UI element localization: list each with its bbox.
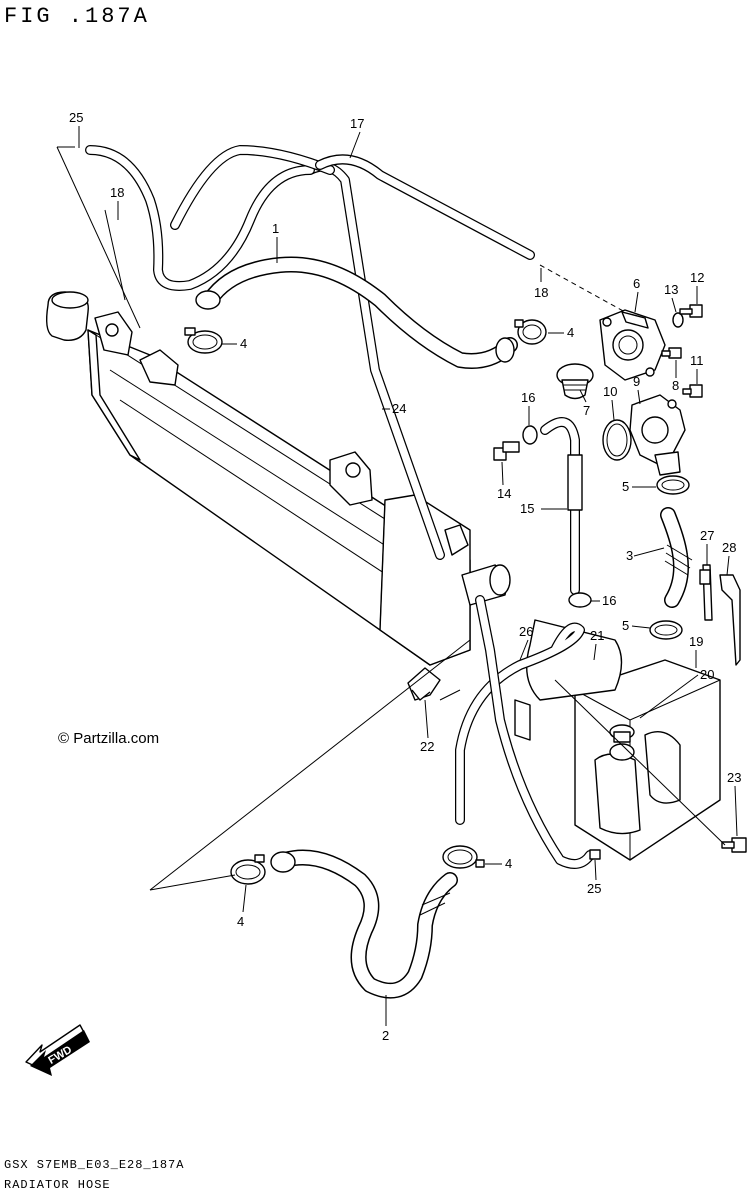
hose-2 [270, 849, 458, 999]
callout-17: 17 [350, 116, 364, 131]
callout-4: 4 [237, 914, 244, 929]
clamp-4-lower-right [442, 845, 485, 869]
callout-21: 21 [590, 628, 604, 643]
callout-18: 18 [534, 285, 548, 300]
radiator [45, 291, 511, 666]
watermark: © Partzilla.com [58, 730, 160, 747]
clamp-16-upper [522, 425, 538, 445]
hose-3 [660, 507, 693, 608]
callout-7: 7 [583, 403, 590, 418]
callout-18: 18 [110, 185, 124, 200]
callout-11: 11 [690, 353, 704, 368]
callout-28: 28 [722, 540, 736, 555]
callout-26: 26 [519, 624, 533, 639]
callouts: 25 17 18 1 4 18 6 13 12 4 11 8 10 9 24 1… [69, 110, 741, 1043]
callout-25: 25 [69, 110, 83, 125]
callout-5: 5 [622, 479, 629, 494]
clamp-16-lower [568, 592, 592, 608]
callout-12: 12 [690, 270, 704, 285]
washer-13 [672, 312, 684, 328]
union-14 [493, 441, 520, 461]
callout-10: 10 [603, 384, 617, 399]
callout-23: 23 [727, 770, 741, 785]
hose-26 [455, 622, 585, 825]
cover-21 [514, 619, 623, 741]
callout-24: 24 [392, 401, 406, 416]
clip-22 [407, 667, 441, 701]
clip-27 [699, 564, 713, 621]
bolt-11 [682, 384, 703, 398]
reservoir-tank-19 [574, 659, 721, 861]
figure-code: GSX S7EMB_E03_E28_187A [4, 1158, 185, 1172]
clip-25-lower [589, 849, 601, 860]
hose-17 [315, 154, 535, 260]
callout-15: 15 [520, 501, 534, 516]
callout-25: 25 [587, 881, 601, 896]
fwd-arrow: FWD [25, 1024, 90, 1076]
bolt-23 [721, 837, 747, 853]
bolt-12 [679, 304, 703, 318]
figure-name: RADIATOR HOSE [4, 1178, 111, 1192]
callout-5: 5 [622, 618, 629, 633]
thermostat-cover-6 [599, 309, 666, 381]
clamp-5-upper [656, 475, 690, 495]
callout-14: 14 [497, 486, 511, 501]
callout-22: 22 [420, 739, 434, 754]
hose-overflow-top [85, 145, 335, 291]
o-ring-10 [602, 419, 632, 461]
callout-4: 4 [240, 336, 247, 351]
callout-9: 9 [633, 374, 640, 389]
thermostat-7 [556, 363, 594, 400]
callout-3: 3 [626, 548, 633, 563]
hose-15 [540, 417, 583, 595]
thermostat-case-9 [629, 394, 686, 476]
callout-16: 16 [521, 390, 535, 405]
hose-1 [195, 256, 518, 369]
callout-16: 16 [602, 593, 616, 608]
clamp-4-upper-left [184, 327, 223, 354]
cap-20 [609, 724, 635, 743]
callout-1: 1 [272, 221, 279, 236]
callout-6: 6 [633, 276, 640, 291]
clamp-5-lower [649, 620, 683, 640]
callout-2: 2 [382, 1028, 389, 1043]
callout-13: 13 [664, 282, 678, 297]
figure-title: FIG .187A [4, 4, 150, 29]
callout-20: 20 [700, 667, 714, 682]
callout-27: 27 [700, 528, 714, 543]
callout-4: 4 [505, 856, 512, 871]
bolt-8 [661, 347, 682, 359]
leader-lines [56, 146, 726, 891]
callout-4: 4 [567, 325, 574, 340]
callout-8: 8 [672, 378, 679, 393]
tie-strap-28 [719, 574, 741, 666]
hose-breather [475, 595, 595, 869]
clamp-4-lower-left [230, 854, 266, 885]
clamp-4-upper-right [514, 319, 547, 345]
callout-19: 19 [689, 634, 703, 649]
